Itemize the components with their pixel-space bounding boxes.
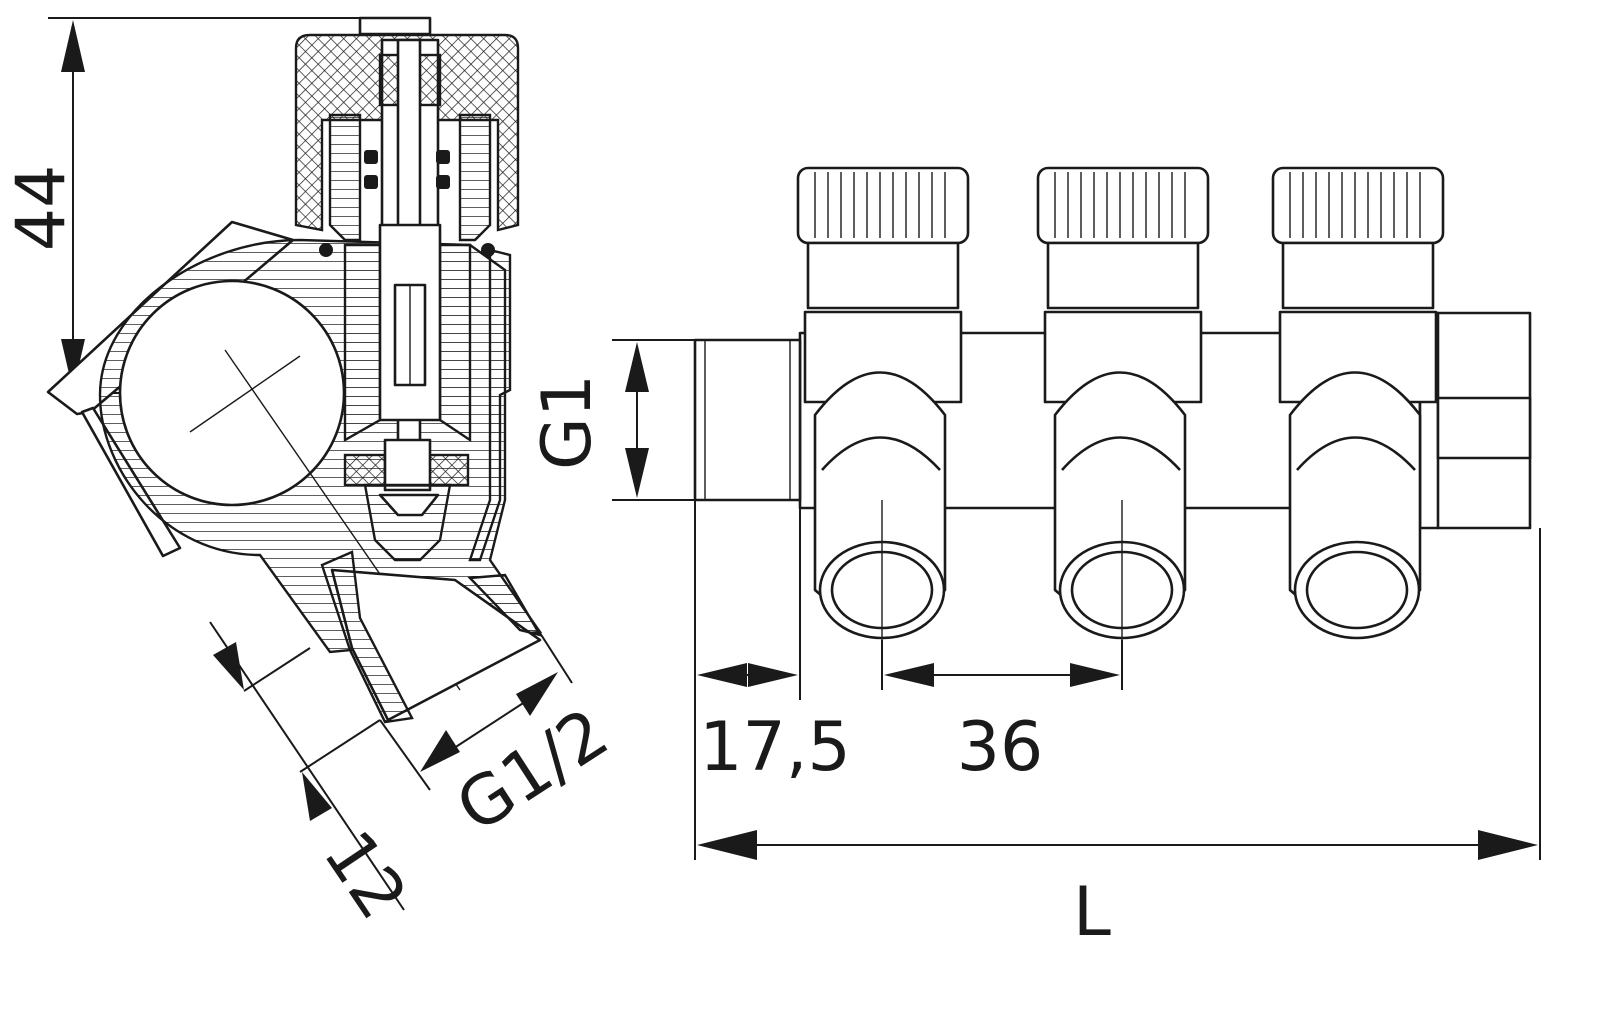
outlet-2 [1036, 166, 1210, 690]
dimension-g1-label: G1 [528, 374, 607, 470]
dimension-36: 36 [881, 640, 1123, 787]
front-view: G1 17,5 36 L [528, 166, 1541, 952]
dimension-44-label: 44 [2, 165, 81, 252]
dimension-12-label: 12 [308, 817, 422, 933]
valve-stem [294, 16, 520, 562]
dimension-17-5-label: 17,5 [699, 708, 850, 787]
dimension-17-5: 17,5 [694, 500, 851, 860]
dimension-36-label: 36 [957, 708, 1044, 787]
section-view: 44 [2, 16, 622, 933]
dimension-44: 44 [2, 17, 425, 394]
outlet-1 [796, 166, 970, 690]
threaded-inlet [693, 338, 802, 502]
outlet-3 [1271, 166, 1445, 640]
dimension-l-label: L [1073, 873, 1111, 952]
dimension-l: L [697, 528, 1541, 952]
dimension-g1-2-label: G1/2 [443, 694, 622, 849]
dimension-g1: G1 [528, 339, 695, 501]
